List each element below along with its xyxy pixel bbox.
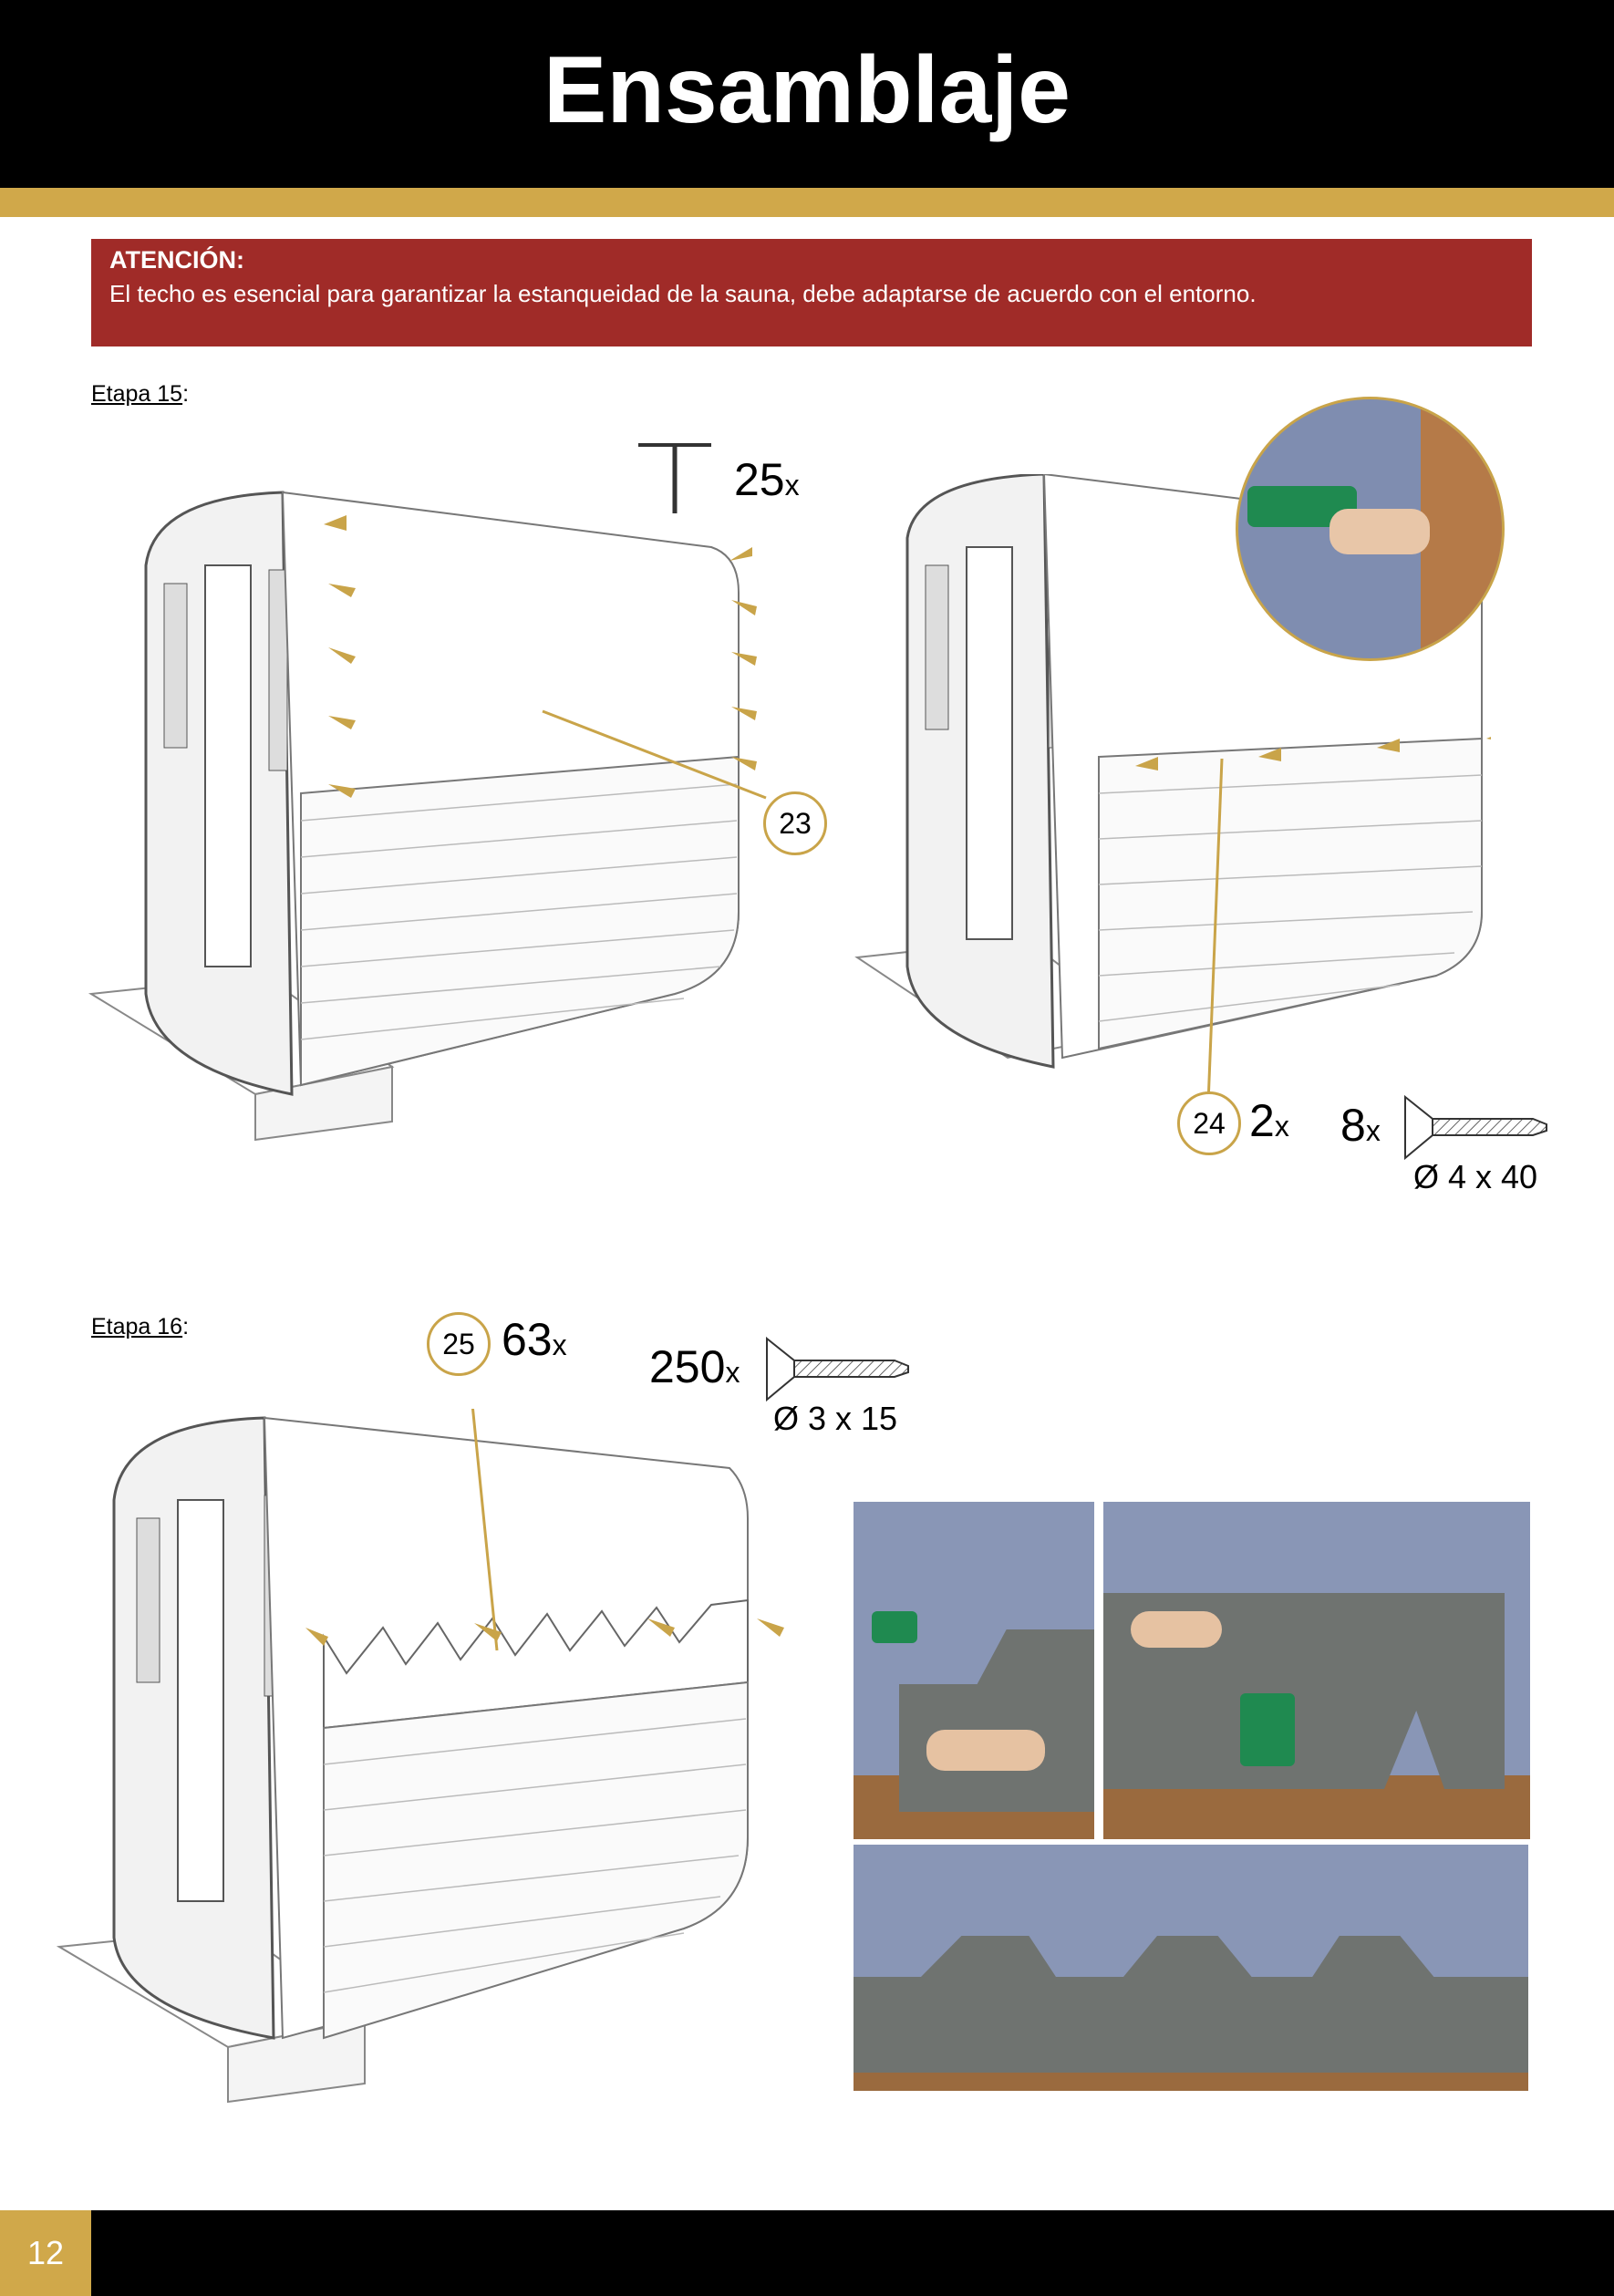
- step-16-label: Etapa 16:: [91, 1314, 190, 1339]
- part-24-callout: 24: [1177, 1091, 1241, 1155]
- warning-text: El techo es esencial para garantizar la …: [109, 280, 1257, 307]
- gold-band: [0, 188, 1614, 217]
- detail-photo-drill: [1236, 397, 1505, 661]
- nail-icon: [638, 443, 711, 513]
- header-bar: [0, 0, 1614, 188]
- screw-icon: [1404, 1094, 1547, 1161]
- step-15-label: Etapa 15:: [91, 381, 190, 407]
- warning-box: ATENCIÓN: El techo es esencial para gara…: [91, 239, 1532, 346]
- sauna-illustration-step15: [88, 491, 767, 1142]
- screw-dimension-step15: Ø 4 x 40: [1413, 1158, 1538, 1195]
- part-23-callout: 23: [763, 791, 827, 855]
- screw-icon: [766, 1336, 909, 1402]
- part-24-quantity: 2x: [1249, 1095, 1289, 1146]
- photo-shingle-install-1: [854, 1502, 1094, 1839]
- photo-shingle-install-2: [1103, 1502, 1530, 1839]
- photo-shingle-row: [854, 1845, 1528, 2091]
- part-25-quantity: 63x: [502, 1314, 567, 1365]
- part-25-callout: 25: [427, 1312, 491, 1376]
- page-number: 12: [0, 2210, 91, 2296]
- sauna-illustration-step15-b: [854, 474, 1491, 1103]
- sauna-illustration-step16: [56, 1409, 784, 2104]
- page-title: Ensamblaje: [543, 37, 1071, 143]
- screw-quantity-step15: 8x: [1340, 1100, 1381, 1151]
- footer-bar: [0, 2210, 1614, 2296]
- warning-heading: ATENCIÓN:: [109, 246, 244, 274]
- screw-quantity-step16: 250x: [649, 1341, 740, 1392]
- nail-quantity: 25x: [734, 454, 800, 505]
- screw-dimension-step16: Ø 3 x 15: [773, 1400, 898, 1437]
